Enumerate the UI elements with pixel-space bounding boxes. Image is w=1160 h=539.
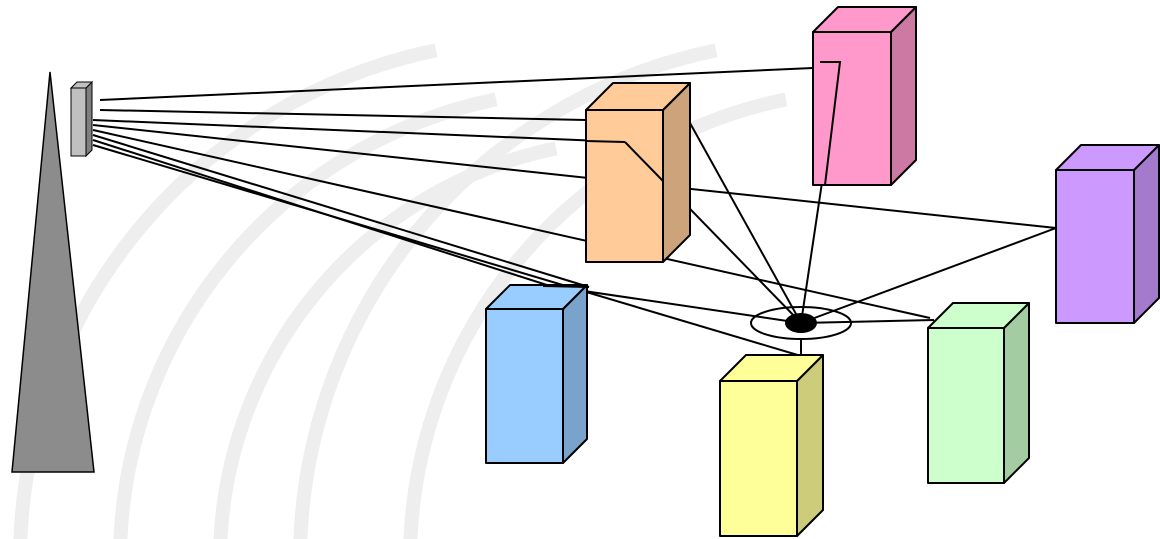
building-pink-front [812, 31, 892, 186]
building-pink [812, 6, 917, 186]
building-purple [1055, 144, 1160, 324]
building-yellow-side [796, 354, 824, 537]
building-orange [585, 82, 691, 263]
signal-paths-overlay [542, 61, 842, 356]
watermark-arc [403, 92, 788, 539]
building-pink-top [812, 6, 917, 33]
path-line [585, 140, 626, 143]
building-yellow-top [719, 354, 824, 382]
receiver [750, 306, 852, 340]
building-green [927, 302, 1030, 484]
building-orange-top [585, 82, 691, 111]
building-blue-front [485, 308, 564, 464]
building-yellow-front [719, 380, 798, 537]
path-line [624, 141, 664, 182]
receiver-dot [785, 313, 817, 333]
path-line [820, 61, 842, 186]
building-purple-top [1055, 144, 1160, 171]
building-blue-top [485, 284, 588, 310]
building-green-side [1003, 302, 1030, 484]
building-blue-side [562, 284, 588, 464]
path-line [92, 129, 931, 319]
building-orange-front [585, 109, 664, 263]
building-orange-side [662, 82, 691, 263]
building-blue [485, 284, 588, 464]
path-line [92, 134, 590, 288]
building-pink-side [890, 6, 917, 186]
building-green-front [927, 327, 1005, 484]
building-purple-side [1133, 144, 1160, 324]
transmitter-tower [11, 71, 95, 473]
antenna-side [85, 80, 93, 158]
antenna-top [69, 81, 94, 89]
building-green-top [927, 302, 1030, 329]
path-line [542, 285, 590, 288]
receiver-ring [750, 306, 852, 340]
buildings [485, 6, 1160, 537]
path-line [99, 109, 587, 121]
path-line [92, 144, 802, 357]
path-line [99, 67, 814, 101]
antenna-front [70, 87, 87, 157]
watermark-arc [113, 92, 498, 539]
antenna-panel [69, 80, 94, 158]
building-yellow [719, 354, 824, 537]
building-purple-front [1055, 169, 1135, 324]
path-line [800, 319, 935, 324]
